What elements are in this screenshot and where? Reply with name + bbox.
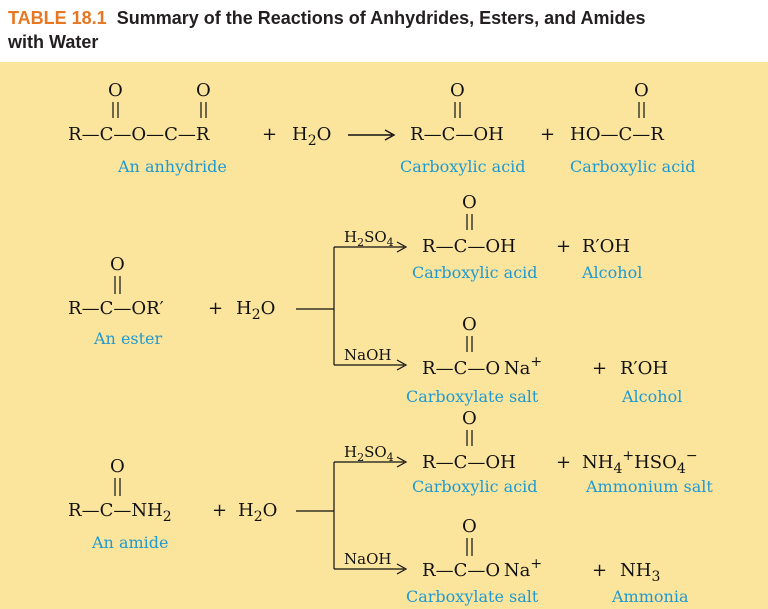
reagent-naoh: NaOH	[344, 346, 391, 364]
caption-carboxylate-salt: Carboxylate salt	[406, 387, 539, 406]
table-title-line2: with Water	[8, 32, 99, 52]
caption-carboxylic-acid: Carboxylic acid	[412, 263, 538, 282]
table-number: TABLE 18.1	[8, 8, 107, 28]
carbonyl-oxygen: O	[108, 80, 123, 101]
plus-sign: +	[262, 124, 277, 145]
anhydride-formula: R—C—O—C—R	[68, 124, 210, 145]
caption-ester: An ester	[93, 329, 163, 348]
reagent-naoh: NaOH	[344, 550, 391, 568]
plus-sign: +	[212, 500, 227, 521]
carboxylate-salt-formula: R—C—O+Na+	[422, 556, 542, 581]
ammonium-salt-formula: NH4+HSO4−	[582, 448, 698, 477]
amide-formula: R—C—NH2	[68, 500, 172, 525]
caption-ammonia: Ammonia	[611, 587, 689, 606]
caption-ammonium-salt: Ammonium salt	[585, 477, 713, 496]
arrow-head	[396, 456, 408, 468]
caption-carboxylic-acid: Carboxylic acid	[412, 477, 538, 496]
plus-sign: +	[592, 358, 607, 379]
carboxylic-acid-formula: HO—C—R	[570, 124, 664, 145]
water-formula: H2O	[236, 298, 275, 323]
carbonyl-oxygen: O	[462, 408, 477, 429]
amide-reaction: O R—C—NH2 + H2O An amide H2SO4 NaOH O R—…	[68, 408, 713, 606]
plus-sign: +	[592, 560, 607, 581]
carbonyl-oxygen: O	[110, 254, 125, 275]
reaction-panel: O O R—C—O—C—R + H2O O R—C—OH + O HO—C—R …	[0, 62, 768, 609]
reagent-h2so4: H2SO4	[344, 228, 394, 249]
arrow-head	[384, 129, 396, 141]
plus-sign: +	[556, 236, 571, 257]
ester-reaction: O R—C—OR′ + H2O An ester H2SO4 NaOH O R—…	[68, 192, 682, 406]
water-formula: H2O	[238, 500, 277, 525]
caption-carboxylic-acid: Carboxylic acid	[570, 157, 696, 176]
carboxylic-acid-formula: R—C—OH	[410, 124, 504, 145]
carbonyl-oxygen: O	[110, 456, 125, 477]
caption-amide: An amide	[91, 533, 168, 552]
arrow-head	[396, 563, 408, 575]
caption-alcohol: Alcohol	[581, 263, 642, 282]
ammonia-formula: NH3	[620, 560, 660, 585]
arrow-head	[396, 359, 408, 371]
carboxylic-acid-formula: R—C—OH	[422, 236, 516, 257]
carbonyl-oxygen: O	[462, 516, 477, 537]
alcohol-formula: R′OH	[620, 358, 668, 379]
caption-alcohol: Alcohol	[621, 387, 682, 406]
table-title-text: Summary of the Reactions of Anhydrides, …	[116, 8, 646, 28]
arrow-head	[396, 241, 408, 253]
plus-sign: +	[540, 124, 555, 145]
caption-carboxylate-salt: Carboxylate salt	[406, 587, 539, 606]
carboxylic-acid-formula: R—C—OH	[422, 452, 516, 473]
plus-sign: +	[208, 298, 223, 319]
carbonyl-oxygen: O	[450, 80, 465, 101]
caption-anhydride: An anhydride	[117, 157, 227, 176]
caption-carboxylic-acid: Carboxylic acid	[400, 157, 526, 176]
plus-sign: +	[556, 452, 571, 473]
carbonyl-oxygen: O	[462, 314, 477, 335]
carbonyl-oxygen: O	[462, 192, 477, 213]
alcohol-formula: R′OH	[582, 236, 630, 257]
anhydride-reaction: O O R—C—O—C—R + H2O O R—C—OH + O HO—C—R …	[68, 80, 696, 176]
carbonyl-oxygen: O	[196, 80, 211, 101]
water-formula: H2O	[292, 124, 331, 149]
table-title: TABLE 18.1 Summary of the Reactions of A…	[8, 6, 758, 54]
carbonyl-oxygen: O	[634, 80, 649, 101]
carboxylate-salt-formula: R—C—O+Na+	[422, 354, 542, 379]
reaction-diagram: O O R—C—O—C—R + H2O O R—C—OH + O HO—C—R …	[68, 80, 713, 606]
reagent-h2so4: H2SO4	[344, 443, 394, 464]
ester-formula: R—C—OR′	[68, 298, 164, 319]
